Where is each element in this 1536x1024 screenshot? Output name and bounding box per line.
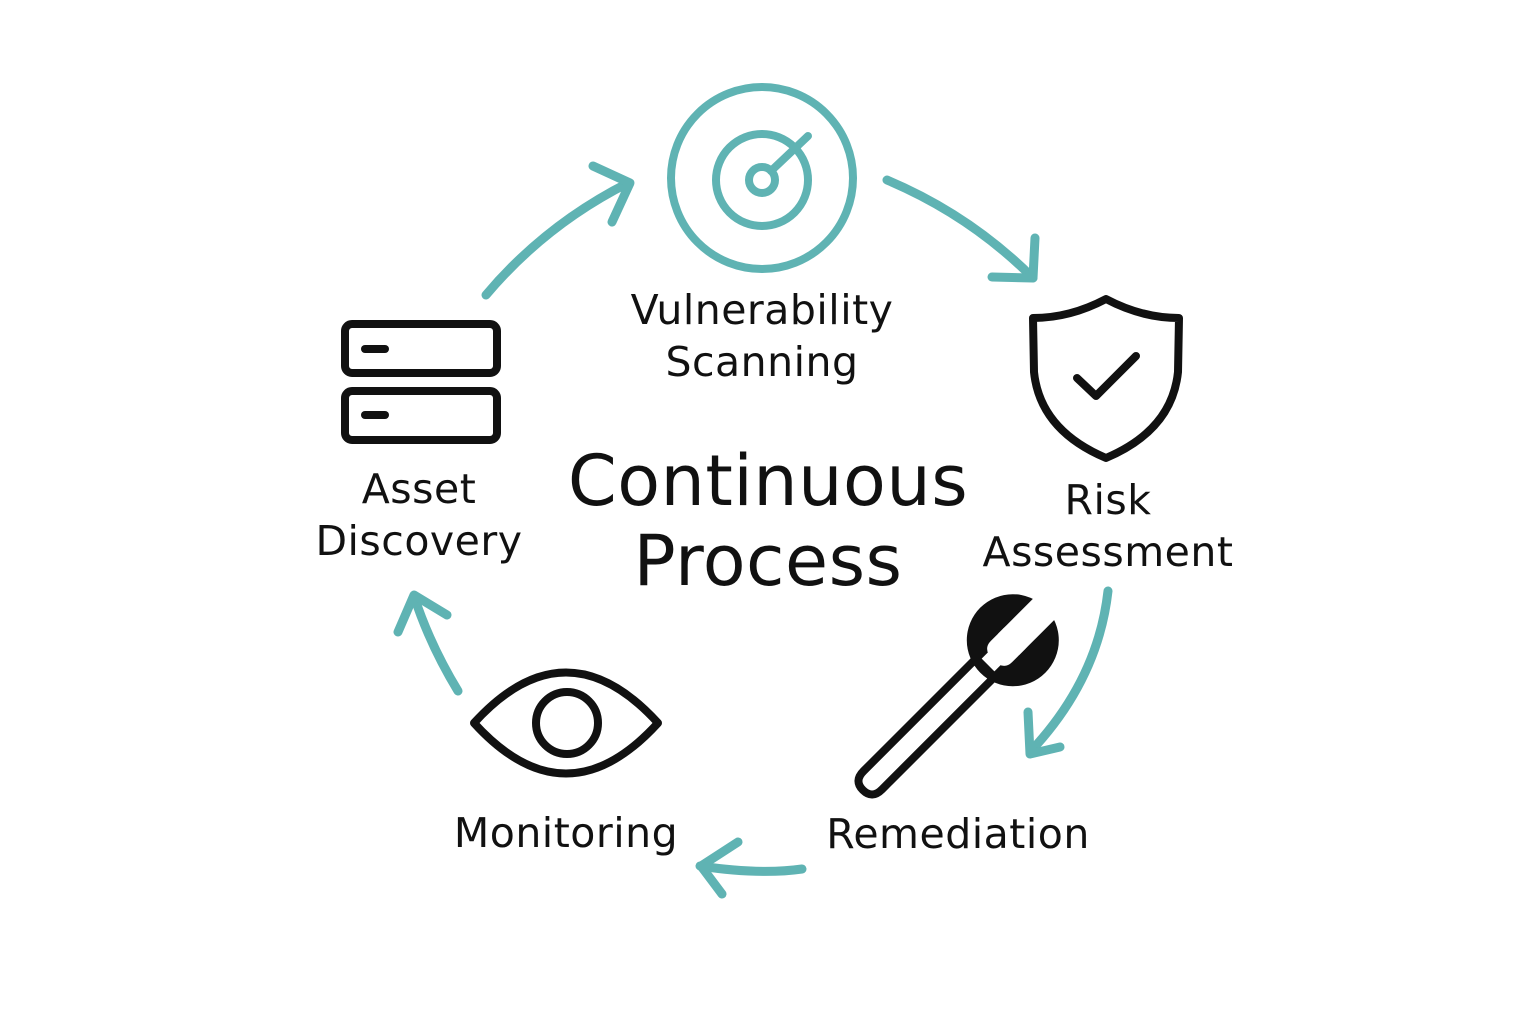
eye-icon (470, 668, 662, 778)
center-title-line: Continuous (567, 440, 969, 522)
arrow-monitoring-to-asset (393, 590, 463, 696)
step-label-line: Discovery (315, 517, 523, 565)
step-label-line: Monitoring (453, 809, 679, 857)
step-label-line: Scanning (665, 338, 859, 386)
step-label-line: Assessment (982, 528, 1234, 576)
step-label-line: Asset (361, 465, 477, 513)
radar-target-icon (667, 83, 857, 273)
step-label-risk-assessment: Risk Assessment (958, 474, 1258, 578)
arrow-remediation-to-monitoring (695, 837, 807, 899)
step-label-monitoring: Monitoring (416, 807, 716, 859)
server-icon (341, 320, 501, 444)
arrow-risk-to-remediation (1023, 586, 1113, 759)
cycle-arrows (393, 161, 1113, 899)
step-label-line: Risk (1064, 476, 1152, 524)
step-label-line: Vulnerability (630, 286, 894, 334)
arrow-scanning-to-risk (882, 175, 1040, 283)
arrow-asset-to-scanning (481, 161, 635, 300)
step-label-vulnerability-scanning: Vulnerability Scanning (612, 284, 912, 388)
step-label-line: Remediation (826, 810, 1090, 858)
shield-check-icon (1029, 295, 1183, 462)
center-title: Continuous Process (468, 441, 1068, 601)
step-label-remediation: Remediation (808, 808, 1108, 860)
step-label-asset-discovery: Asset Discovery (274, 463, 564, 567)
center-title-line: Process (633, 520, 903, 602)
wrench-icon (854, 582, 1071, 799)
